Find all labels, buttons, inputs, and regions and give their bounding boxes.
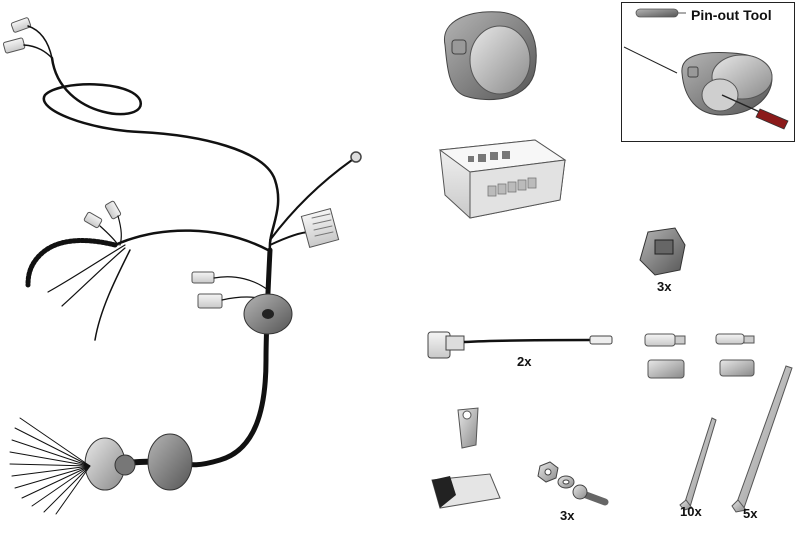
earth-bracket xyxy=(457,407,479,449)
socket-clip-quantity: 3x xyxy=(657,279,672,294)
nut-bolt-quantity: 3x xyxy=(560,508,575,523)
long-tie-quantity: 5x xyxy=(743,506,758,521)
pin-out-tool-panel: Pin-out Tool xyxy=(621,2,795,142)
fuse-holder-quantity: 2x xyxy=(517,354,532,369)
pin-out-tool-illustration xyxy=(623,8,789,130)
control-module xyxy=(438,139,567,219)
short-tie-quantity: 10x xyxy=(680,504,702,519)
fuse-holder-cable xyxy=(427,331,613,359)
socket-with-tool xyxy=(681,52,789,130)
adhesive-pad xyxy=(431,473,501,509)
pin-out-tool-title: Pin-out Tool xyxy=(691,7,772,23)
spade-connectors xyxy=(644,333,755,379)
pin-out-tool-icon xyxy=(635,8,686,18)
top-spade-connectors xyxy=(2,17,32,54)
nut-washer-bolt xyxy=(537,461,609,506)
socket-clip xyxy=(639,227,686,276)
thirteen-pin-socket xyxy=(444,11,537,101)
wiring-harness xyxy=(2,17,362,515)
cable-ties xyxy=(679,365,793,513)
